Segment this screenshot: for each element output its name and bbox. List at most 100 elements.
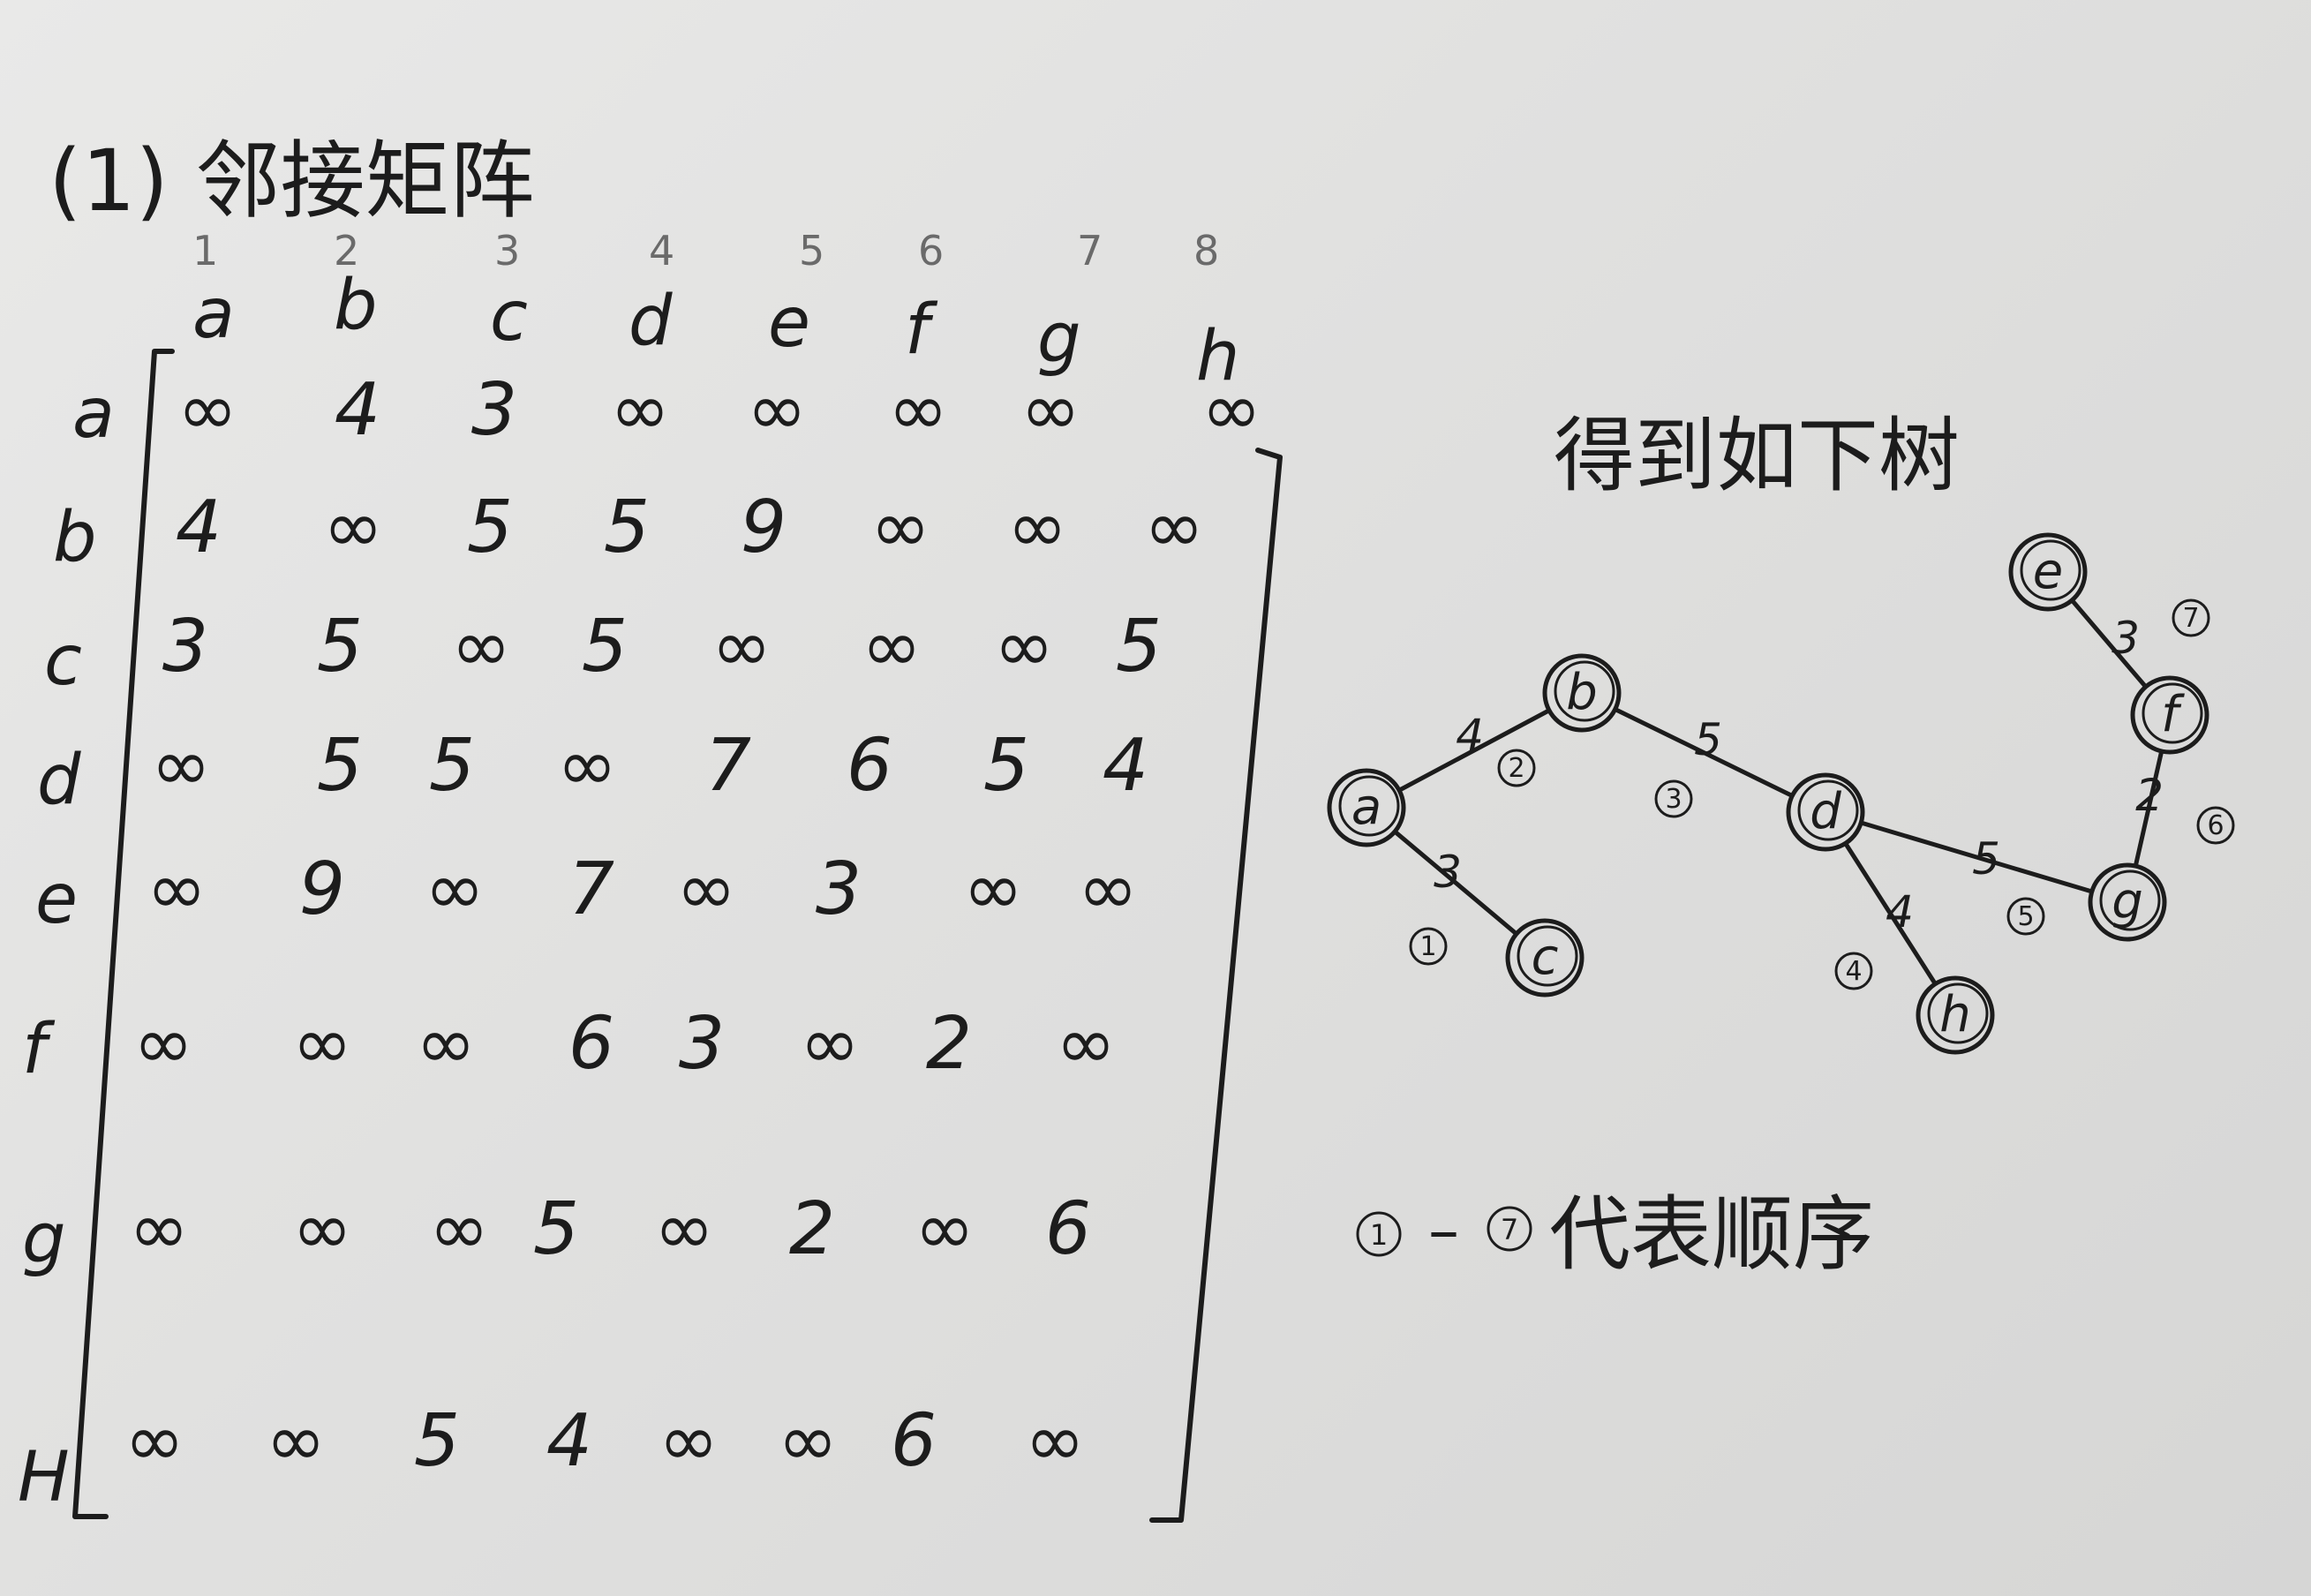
matrix-cell: ∞ [676,847,736,931]
tree-edge-g-f [2133,750,2164,867]
matrix-cell: 7 [568,847,614,931]
row-label: e [35,860,78,939]
matrix-cell: 5 [467,486,513,569]
edge-order: 2 [1508,753,1524,784]
tree-node-label: d [1810,783,1841,840]
column-index: 3 [494,227,520,275]
matrix-cell: 3 [162,605,208,689]
row-label: f [22,1010,56,1089]
tree-node-label: b [1566,664,1598,721]
column-label: g [1037,299,1081,379]
legend-dash: – [1428,1194,1459,1267]
matrix-cell: 5 [429,724,475,808]
matrix-cell: ∞ [177,368,237,452]
matrix-cell: 4 [176,486,222,569]
order-circle [1409,927,1448,966]
matrix-cell: 2 [789,1187,835,1271]
matrix-cell: ∞ [147,847,207,931]
matrix-cell: ∞ [1025,1399,1085,1483]
order-circle [2172,598,2210,637]
edge-order: 3 [1665,784,1682,815]
matrix-cell: 7 [705,724,751,808]
matrix-cell: ∞ [557,724,617,808]
tree-node-b [1542,653,1622,733]
left-bracket [72,349,175,1519]
column-label: a [192,275,235,354]
matrix-cell: ∞ [1056,1002,1116,1086]
matrix-cell: 9 [741,486,787,569]
matrix-cell: ∞ [416,1002,476,1086]
matrix-cell: ∞ [129,1187,189,1271]
matrix-cell: ∞ [266,1399,326,1483]
matrix-cell: 5 [317,605,363,689]
order-legend: 1 – 7 代表顺序 [1356,1187,1874,1282]
row-label: b [53,498,97,577]
matrix-cell: 5 [533,1187,579,1271]
legend-start-order: 1 [1370,1218,1388,1252]
matrix-cell: ∞ [323,486,383,569]
adjacency-matrix: 1 2 3 4 5 6 7 8 a b c d e f g h a b c d … [18,227,1283,1523]
row-label: d [37,741,81,820]
column-index: 7 [1077,227,1103,275]
column-index-row: 1 2 3 4 5 6 7 8 [192,227,1219,275]
matrix-cell: ∞ [610,368,670,452]
right-bracket [1149,448,1283,1523]
row-label: g [22,1200,66,1279]
matrix-cell: 6 [891,1399,937,1483]
column-index: 8 [1193,227,1219,275]
tree-node-label: a [1351,779,1381,836]
column-index: 1 [192,227,218,275]
matrix-cell: ∞ [1201,368,1261,452]
matrix-cell: 6 [568,1002,614,1086]
column-index: 5 [799,227,824,275]
tree-node-ring [1797,779,1859,841]
matrix-cell: 3 [679,1002,725,1086]
column-index: 2 [334,227,359,275]
matrix-cell: 5 [604,486,650,569]
matrix-cell: 5 [582,605,628,689]
order-circle [1834,952,1873,990]
tree-node-c [1505,918,1585,998]
page-heading: (1) 邻接矩阵 [49,132,535,230]
matrix-cell: ∞ [124,1399,184,1483]
tree-node-ring [1338,775,1400,837]
tree-node-ring [2142,682,2203,744]
matrix-cell: 3 [471,368,517,452]
legend-end-circle [1487,1206,1532,1252]
column-label: h [1196,317,1239,396]
tree-edge-d-g [1860,820,2093,894]
column-label: f [905,290,938,370]
column-label: e [768,283,810,363]
legend-start-circle [1356,1211,1402,1257]
matrix-cell: ∞ [151,724,211,808]
matrix-cell: ∞ [133,1002,193,1086]
matrix-cell: 3 [816,847,862,931]
row-label: a [72,374,115,454]
column-label: b [334,266,378,345]
matrix-cell: 5 [1116,605,1162,689]
matrix-cell: ∞ [778,1399,838,1483]
matrix-cell: 4 [1103,724,1148,808]
edge-order: 1 [1419,931,1436,962]
tree-node-label: g [2112,873,2143,930]
matrix-cell: 6 [847,724,892,808]
tree-node-ring [2020,539,2081,601]
tree-node-ring [1554,660,1615,722]
matrix-cell: ∞ [862,605,922,689]
column-label: c [490,277,528,357]
matrix-cell: ∞ [659,1399,719,1483]
row-label: H [18,1438,70,1517]
edge-weight: 3 [1434,847,1462,898]
matrix-cell: ∞ [747,368,807,452]
matrix-cell: ∞ [800,1002,860,1086]
tree-node-g [2088,862,2167,942]
tree-edge-f-e [2070,598,2148,689]
row-label: c [44,621,82,701]
order-circle [2006,897,2045,936]
legend-end-order: 7 [1501,1213,1518,1246]
edge-weight: 4 [1886,886,1914,937]
